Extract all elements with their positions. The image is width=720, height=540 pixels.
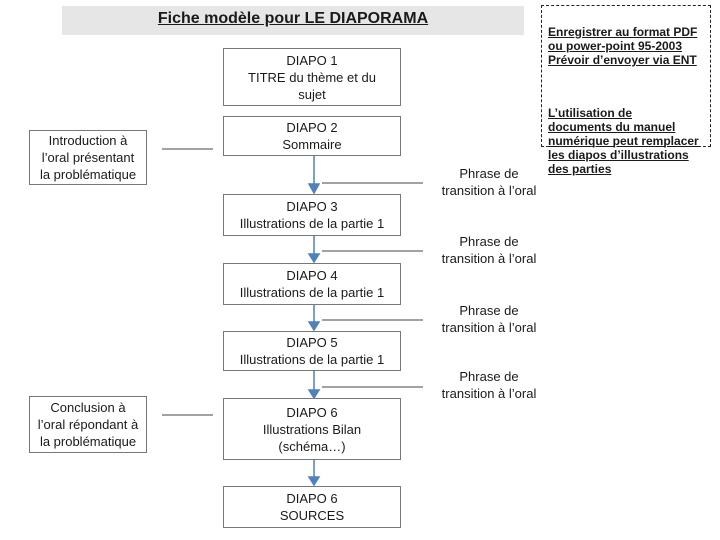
diapo-1-box: DIAPO 1 TITRE du thème et du sujet <box>223 48 401 106</box>
diapo-2-box: DIAPO 2 Sommaire <box>223 116 401 156</box>
page-title: Fiche modèle pour LE DIAPORAMA <box>157 10 429 27</box>
diapo-6-bilan-title: DIAPO 6 <box>286 404 338 420</box>
diapo-3-box: DIAPO 3 Illustrations de la partie 1 <box>223 194 401 236</box>
conclusion-box: Conclusion à l’oral répondant à la probl… <box>29 396 147 453</box>
diapo-4-text: Illustrations de la partie 1 <box>239 285 385 300</box>
introduction-text: Introduction à l’oral présentant la prob… <box>39 133 137 182</box>
diapo-5-box: DIAPO 5 Illustrations de la partie 1 <box>223 331 401 371</box>
diapo-3-title: DIAPO 3 <box>286 199 338 214</box>
title-band <box>62 6 524 35</box>
transition-phrase-4: Phrase de transition à l’oral <box>441 369 537 401</box>
diapo-5-title: DIAPO 5 <box>286 335 338 350</box>
export-note-line1: Enregistrer au format PDF ou power-point… <box>548 25 698 67</box>
transition-phrase-1: Phrase de transition à l’oral <box>441 166 537 198</box>
diapo-1-text: TITRE du thème et du sujet <box>248 69 376 102</box>
diapo-6-sources-title: DIAPO 6 <box>286 491 338 506</box>
introduction-box: Introduction à l’oral présentant la prob… <box>29 130 147 185</box>
diapo-2-text: Sommaire <box>282 137 342 152</box>
diapo-3-text: Illustrations de la partie 1 <box>239 216 385 231</box>
export-note: Enregistrer au format PDF ou power-point… <box>541 5 711 176</box>
diapo-6-bilan-text: Illustrations Bilan (schéma…) <box>262 421 362 454</box>
transition-phrase-2: Phrase de transition à l’oral <box>441 234 537 266</box>
diapo-2-title: DIAPO 2 <box>286 120 338 135</box>
diapo-5-text: Illustrations de la partie 1 <box>239 352 385 367</box>
diapo-4-box: DIAPO 4 Illustrations de la partie 1 <box>223 263 401 305</box>
diapo-4-title: DIAPO 4 <box>286 268 338 283</box>
export-note-line2: L’utilisation de documents du manuel num… <box>548 106 699 176</box>
conclusion-text: Conclusion à l’oral répondant à la probl… <box>37 400 139 449</box>
diapo-6-bilan-box: DIAPO 6 Illustrations Bilan (schéma…) <box>223 398 401 460</box>
diapo-6-sources-text: SOURCES <box>279 508 345 523</box>
diapo-6-sources-box: DIAPO 6 SOURCES <box>223 486 401 528</box>
transition-phrase-3: Phrase de transition à l’oral <box>441 303 537 335</box>
diapo-1-title: DIAPO 1 <box>286 52 338 68</box>
